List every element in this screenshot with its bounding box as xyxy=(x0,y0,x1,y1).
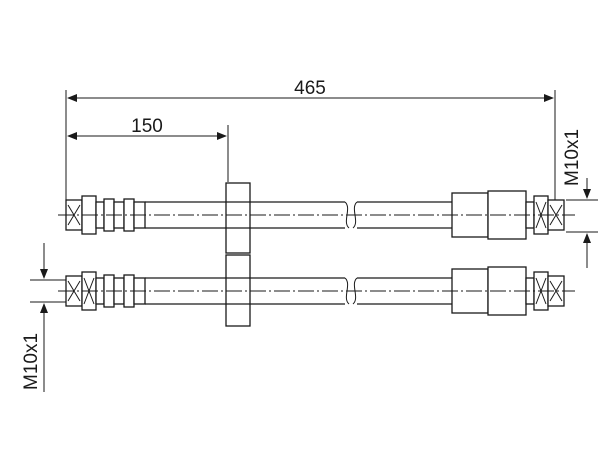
thread-right-label: M10x1 xyxy=(562,129,583,186)
dimension-thread-left: M10x1 xyxy=(21,243,66,392)
dimension-overall-length: 465 xyxy=(65,78,556,205)
thread-left-label: M10x1 xyxy=(21,333,42,390)
dimension-bracket-offset: 150 xyxy=(67,116,229,182)
hose-top xyxy=(58,190,575,240)
dimension-thread-right: M10x1 xyxy=(562,129,598,268)
hose-bottom xyxy=(58,266,575,316)
mounting-bracket xyxy=(225,182,251,327)
overall-length-label: 465 xyxy=(294,78,326,99)
bracket-offset-label: 150 xyxy=(131,116,163,137)
